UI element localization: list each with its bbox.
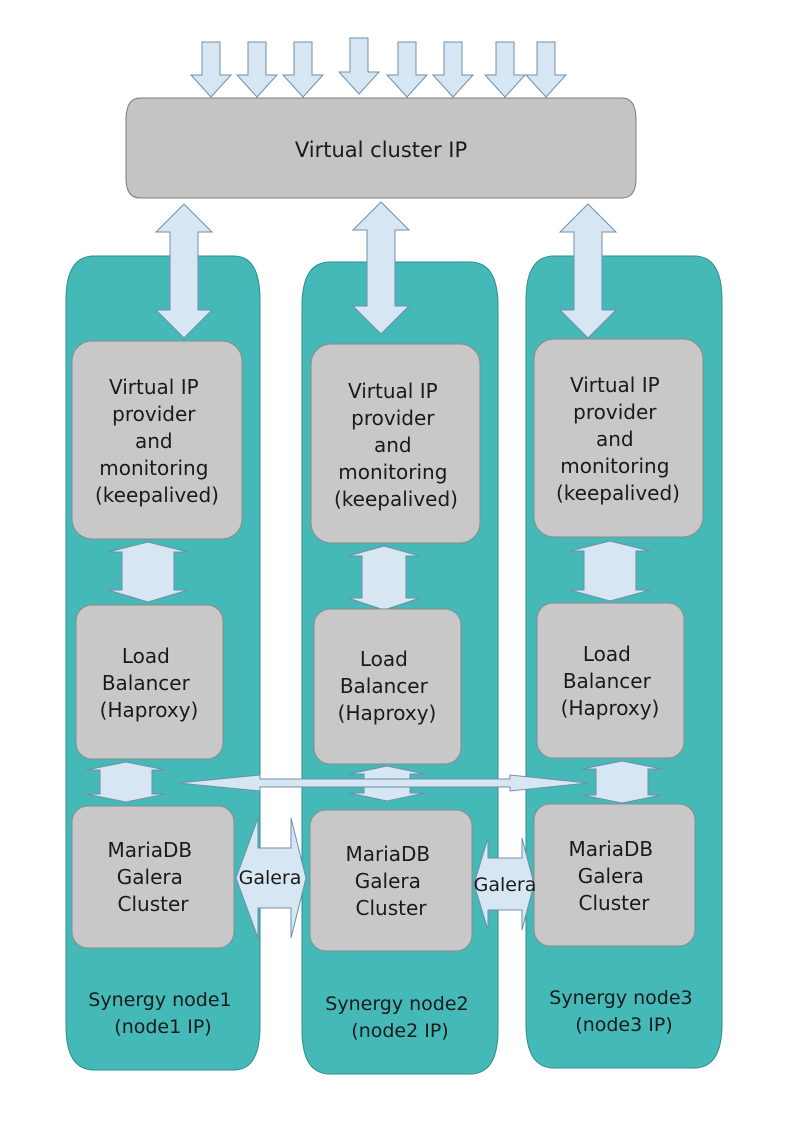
node-footer-node3: Synergy node3 (node3 IP) [549,987,698,1036]
haproxy-line: (Haproxy) [338,701,437,725]
mariadb-line: Galera [117,865,183,889]
galera-replication-arrow-icon [235,817,307,939]
mariadb-line: Cluster [118,892,190,916]
vip-to-keepalived-arrow-icon [558,203,618,339]
keepalived-line: provider [112,402,196,426]
haproxy-box-node3 [536,602,685,759]
incoming-arrow-icon [235,41,279,98]
mariadb-label-node1: MariaDB Galera Cluster [107,838,198,916]
haproxy-line: Load [583,642,631,666]
incoming-arrow-icon [281,41,325,98]
mariadb-line: MariaDB [107,838,192,862]
incoming-arrow-icon [431,41,475,98]
vip-to-keepalived-arrow-icon [351,201,411,335]
node-footer-node2: Synergy node2 (node2 IP) [325,993,474,1042]
node-name: Synergy node1 [88,989,231,1011]
keepalived-line: and [135,429,173,453]
mariadb-line: MariaDB [568,837,653,861]
keepalived-line: (keepalived) [334,487,458,511]
cross-node-connector-arrow-icon [177,774,589,792]
haproxy-label-node3: Load Balancer (Haproxy) [561,642,660,720]
mariadb-line: Cluster [356,896,428,920]
mariadb-label-node3: MariaDB Galera Cluster [568,837,659,915]
keepalived-line: and [374,433,412,457]
haproxy-label-node1: Load Balancer (Haproxy) [100,644,199,722]
node-name: Synergy node2 [325,993,468,1015]
haproxy-line: (Haproxy) [561,696,660,720]
mariadb-line: Cluster [579,891,651,915]
haproxy-line: Balancer [563,669,652,693]
node-ip: (node3 IP) [575,1014,672,1036]
galera-replication-arrow-icon [473,837,535,931]
haproxy-line: Balancer [102,671,191,695]
incoming-arrow-icon [337,37,381,95]
keepalived-box-node3 [533,338,704,538]
mariadb-line: Galera [578,864,644,888]
keepalived-label-node1: Virtual IP provider and monitoring (keep… [95,375,219,507]
keepalived-line: Virtual IP [570,373,660,397]
mariadb-box-node3 [533,803,696,947]
virtual-cluster-ip: Virtual cluster IP [125,97,637,199]
node-ip: (node2 IP) [351,1020,448,1042]
keepalived-line: (keepalived) [556,481,680,505]
virtual-cluster-ip-label: Virtual cluster IP [295,138,467,162]
keepalived-line: and [596,427,634,451]
keepalived-line: (keepalived) [95,483,219,507]
keepalived-line: provider [573,400,657,424]
keepalived-to-haproxy-arrow-icon [107,541,189,603]
keepalived-box-node2 [310,343,481,544]
mariadb-line: MariaDB [345,842,430,866]
mariadb-box-node1 [71,805,235,949]
keepalived-line: Virtual IP [109,375,199,399]
galera-label-2: Galera [474,874,537,896]
keepalived-label-node3: Virtual IP provider and monitoring (keep… [556,373,680,505]
incoming-arrow-icon [483,41,527,98]
incoming-arrow-icon [385,41,429,98]
haproxy-line: (Haproxy) [100,698,199,722]
haproxy-to-mariadb-arrow-icon [85,761,167,803]
haproxy-box-node2 [313,608,462,765]
node-name: Synergy node3 [549,987,692,1009]
keepalived-line: monitoring [99,456,208,480]
mariadb-line: Galera [355,869,421,893]
haproxy-to-mariadb-arrow-icon [581,760,663,804]
node-ip: (node1 IP) [114,1016,211,1038]
haproxy-line: Load [122,644,170,668]
haproxy-label-node2: Load Balancer (Haproxy) [338,647,437,725]
keepalived-label-node2: Virtual IP provider and monitoring (keep… [334,379,458,511]
haproxy-box-node1 [75,604,224,760]
incoming-arrow-icon [189,41,233,98]
incoming-traffic-arrows [189,37,568,98]
keepalived-line: provider [351,406,435,430]
keepalived-line: Virtual IP [348,379,438,403]
keepalived-box-node1 [71,340,243,540]
keepalived-line: monitoring [338,460,447,484]
keepalived-to-haproxy-arrow-icon [569,540,651,602]
incoming-arrow-icon [524,41,568,98]
haproxy-line: Balancer [340,674,429,698]
virtual-cluster-ip-shape [125,97,637,199]
vip-to-keepalived-arrow-icon [154,203,214,339]
mariadb-box-node2 [309,809,473,952]
mariadb-label-node2: MariaDB Galera Cluster [345,842,436,920]
keepalived-line: monitoring [560,454,669,478]
galera-label-1: Galera [239,867,302,889]
node-footer-node1: Synergy node1 (node1 IP) [88,989,237,1038]
haproxy-line: Load [360,647,408,671]
